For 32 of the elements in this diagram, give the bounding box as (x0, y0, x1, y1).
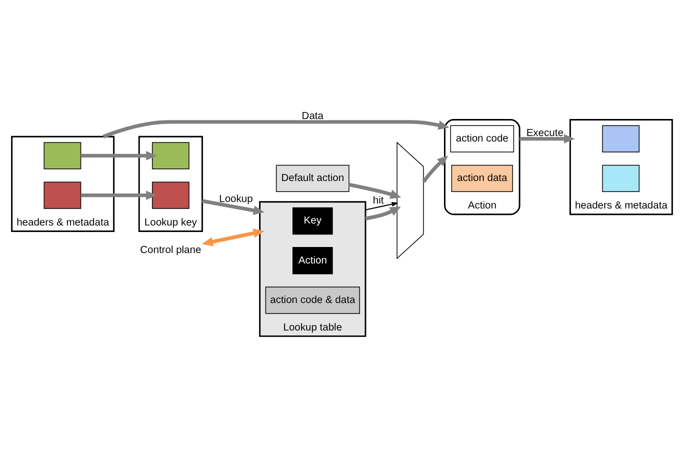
arrow (102, 120, 450, 138)
node-box (602, 164, 640, 192)
arrow (520, 134, 575, 144)
node-box: action data (451, 164, 513, 192)
node-box (44, 181, 82, 208)
node-box: action code (450, 124, 514, 152)
cluster (11, 135, 115, 232)
arrow (365, 201, 398, 210)
edge-label: hit (372, 195, 384, 206)
node-box (602, 124, 640, 152)
arrow (202, 198, 264, 215)
node-trapezoid (396, 141, 424, 259)
node-label: headers & metadata (16, 217, 110, 228)
arrow (80, 190, 157, 200)
node-box: Default action (276, 164, 350, 192)
node-box: Key (292, 206, 333, 234)
cluster (569, 118, 673, 215)
arrow (365, 206, 401, 220)
node-box (152, 181, 190, 208)
node-box (152, 142, 190, 169)
edge-label: Data (302, 110, 324, 122)
arrow (80, 150, 157, 160)
cluster: Lookup key (138, 135, 203, 232)
node-box (44, 142, 82, 169)
edge-label: Execute (526, 128, 564, 139)
node-text: Control plane (140, 244, 202, 256)
arrow (348, 182, 402, 198)
node-box: action code & data (265, 286, 360, 314)
node-label: headers & metadata (574, 200, 668, 212)
arrow (202, 228, 264, 246)
edge-label: Lookup (219, 194, 253, 205)
node-box: Action (292, 246, 333, 274)
